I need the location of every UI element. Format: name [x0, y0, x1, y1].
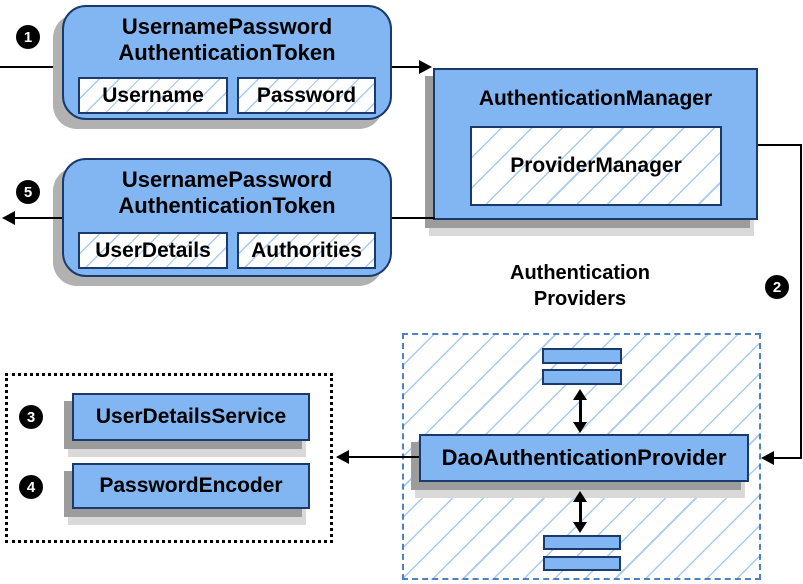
step2-top-line — [758, 144, 802, 146]
dao-authentication-provider-box: DaoAuthenticationProvider — [419, 434, 749, 482]
provider-manager-box: ProviderManager — [470, 126, 722, 206]
provider-manager-label: ProviderManager — [510, 154, 682, 177]
step1-line — [0, 66, 64, 68]
step5-badge: 5 — [16, 180, 40, 204]
authorities-field-label: Authorities — [251, 238, 362, 262]
userdetails-field-label: UserDetails — [95, 238, 211, 262]
step4-badge: 4 — [19, 475, 43, 499]
top-double-arrow-up-icon — [573, 389, 587, 400]
step1-badge-number: 1 — [23, 28, 33, 46]
userdetails-field-box: UserDetails — [78, 232, 228, 269]
manager-to-token-line — [390, 217, 435, 219]
top-double-arrow-down-icon — [573, 422, 587, 433]
step4-badge-number: 4 — [26, 478, 36, 496]
token-request-title-line1: UsernamePassword — [121, 14, 333, 39]
step3-badge-number: 3 — [26, 408, 36, 426]
user-details-service-label: UserDetailsService — [95, 405, 287, 428]
bottom-double-arrow-down-icon — [573, 522, 587, 533]
username-field-label: Username — [102, 83, 204, 107]
username-password-token-response-box: UsernamePassword AuthenticationToken Use… — [62, 158, 392, 277]
authentication-manager-title: AuthenticationManager — [478, 87, 713, 110]
token-request-title: UsernamePassword AuthenticationToken — [64, 7, 390, 66]
password-field-label: Password — [256, 83, 357, 107]
dao-to-collaborators-line — [348, 456, 419, 458]
step5-arrowhead-icon — [2, 211, 15, 225]
password-field-box: Password — [237, 77, 376, 114]
dao-to-collaborators-arrowhead-icon — [336, 450, 349, 464]
provider-stack-top-bar1 — [542, 348, 622, 364]
step2-vertical-line — [800, 144, 802, 459]
step5-badge-number: 5 — [23, 183, 33, 201]
top-double-arrow-shaft — [579, 397, 582, 425]
bottom-double-arrow-shaft — [579, 499, 582, 525]
authentication-providers-label-line1: Authentication — [510, 262, 650, 284]
bottom-double-arrow-up-icon — [573, 491, 587, 502]
step5-line — [13, 217, 62, 219]
step2-badge-number: 2 — [772, 278, 782, 296]
provider-stack-bottom-bar2 — [543, 556, 621, 571]
step1-badge: 1 — [16, 25, 40, 49]
step2-badge: 2 — [765, 275, 789, 299]
token-request-title-line2: AuthenticationToken — [118, 40, 336, 65]
token-response-title-line1: UsernamePassword — [121, 167, 333, 192]
token-to-manager-line — [392, 66, 421, 68]
authentication-manager-box: AuthenticationManager ProviderManager — [433, 68, 758, 220]
user-details-service-box: UserDetailsService — [72, 393, 310, 441]
token-to-manager-arrowhead-icon — [419, 60, 432, 74]
step2-bottom-line — [773, 457, 802, 459]
token-response-title: UsernamePassword AuthenticationToken — [64, 160, 390, 219]
username-field-box: Username — [78, 77, 228, 114]
provider-stack-bottom-bar1 — [543, 535, 621, 550]
authorities-field-box: Authorities — [237, 232, 376, 269]
password-encoder-label: PasswordEncoder — [99, 474, 283, 497]
dao-authentication-provider-label: DaoAuthenticationProvider — [441, 445, 727, 470]
authentication-providers-label-line2: Providers — [533, 288, 627, 310]
step3-badge: 3 — [19, 405, 43, 429]
token-response-title-line2: AuthenticationToken — [118, 193, 336, 218]
provider-stack-top-bar2 — [542, 369, 622, 385]
step2-arrowhead-icon — [761, 451, 774, 465]
authentication-providers-label: Authentication Providers — [470, 260, 690, 312]
collaborators-container — [5, 373, 333, 543]
password-encoder-box: PasswordEncoder — [72, 463, 310, 509]
username-password-token-request-box: UsernamePassword AuthenticationToken Use… — [62, 5, 392, 120]
